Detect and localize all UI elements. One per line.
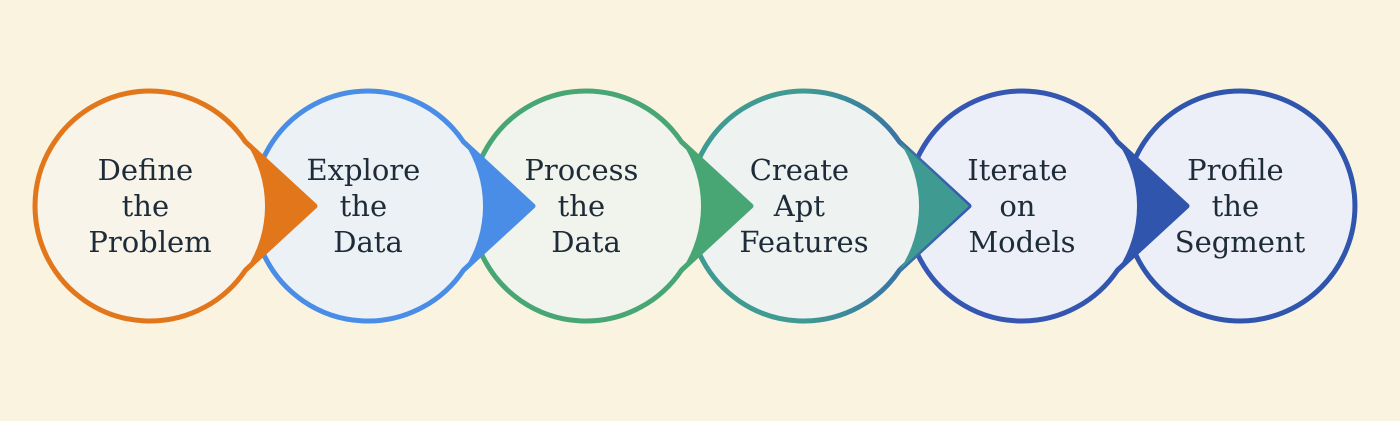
step-label-line: Apt bbox=[773, 189, 826, 223]
step-shape bbox=[904, 88, 1190, 324]
arrow-tip bbox=[463, 141, 533, 271]
step-label-line: on bbox=[999, 189, 1035, 223]
step-label-line: Iterate bbox=[967, 153, 1067, 187]
step-label-line: Define bbox=[98, 153, 194, 187]
step-shape bbox=[250, 88, 536, 324]
step-label-line: the bbox=[340, 189, 388, 223]
step-label-line: Profile bbox=[1187, 153, 1284, 187]
step-label-line: Data bbox=[333, 225, 402, 259]
step-shape bbox=[1122, 88, 1358, 324]
step-process-the-data: Process the Data bbox=[468, 88, 754, 324]
step-shape bbox=[468, 88, 754, 324]
step-label-line: Process bbox=[524, 153, 638, 187]
step-label-line: Create bbox=[750, 153, 849, 187]
step-create-apt-features: Create Apt Features bbox=[686, 88, 972, 324]
step-label: Explore the Data bbox=[306, 153, 429, 259]
arrow-tip bbox=[899, 141, 969, 271]
step-shape bbox=[32, 88, 318, 324]
step-shape bbox=[686, 88, 972, 324]
step-label-line: Features bbox=[739, 225, 868, 259]
step-label: Define the Problem bbox=[88, 153, 211, 259]
step-label: Profile the Segment bbox=[1175, 153, 1306, 259]
step-profile-the-segment: Profile the Segment bbox=[1122, 88, 1358, 324]
step-iterate-on-models: Iterate on Models bbox=[904, 88, 1190, 324]
arrow-tip bbox=[1117, 141, 1187, 271]
step-label-line: the bbox=[558, 189, 606, 223]
step-label-line: the bbox=[122, 189, 170, 223]
step-label-line: Problem bbox=[88, 225, 211, 259]
step-label: Iterate on Models bbox=[967, 153, 1076, 259]
step-label-line: the bbox=[1212, 189, 1260, 223]
step-label-line: Explore bbox=[306, 153, 420, 187]
arrow-tip bbox=[245, 141, 315, 271]
arrow-tip bbox=[681, 141, 751, 271]
step-label-line: Segment bbox=[1175, 225, 1306, 259]
step-label: Process the Data bbox=[524, 153, 647, 259]
step-label: Create Apt Features bbox=[739, 153, 868, 259]
step-label-line: Data bbox=[551, 225, 620, 259]
step-label-line: Models bbox=[968, 225, 1075, 259]
step-define-the-problem: Define the Problem bbox=[32, 88, 318, 324]
step-explore-the-data: Explore the Data bbox=[250, 88, 536, 324]
